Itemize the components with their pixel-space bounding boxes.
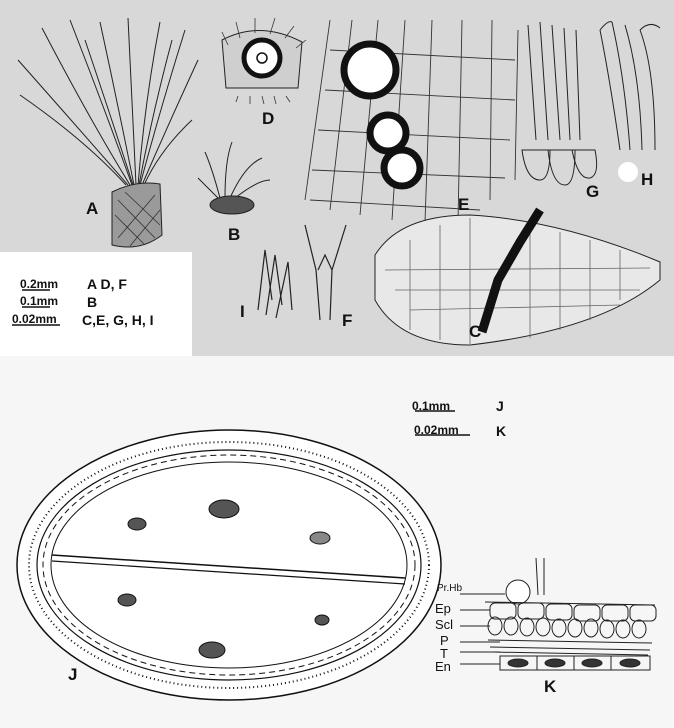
scale-bar-k-length: 0.02mm — [414, 423, 459, 437]
annotation-pr-hb: Pr.Hb — [437, 583, 462, 594]
label-j: J — [68, 665, 77, 684]
scale-bar-1-length: 0.2mm — [20, 277, 58, 291]
label-a: A — [86, 199, 98, 218]
scale-bar-k-figure: K — [496, 423, 506, 439]
scale-bar-1-figures: A D, F — [87, 276, 127, 292]
annotation-en: En — [435, 659, 451, 674]
scale-bar-2-figures: B — [87, 294, 97, 310]
label-i: I — [240, 302, 245, 321]
annotation-ep: Ep — [435, 601, 451, 616]
label-e: E — [458, 195, 469, 214]
label-k: K — [544, 677, 557, 696]
label-b: B — [228, 225, 240, 244]
scale-bar-2-length: 0.1mm — [20, 294, 58, 308]
label-c: C — [469, 322, 481, 341]
figure-h-blank-spot — [618, 162, 638, 182]
scale-bar-j-figure: J — [496, 398, 504, 414]
figure-b-receptacle — [210, 196, 254, 214]
annotation-scl: Scl — [435, 617, 453, 632]
figure-j-section — [17, 430, 441, 700]
scale-bar-j-length: 0.1mm — [412, 399, 450, 413]
scale-bar-3-figures: C,E, G, H, I — [82, 312, 154, 328]
label-f: F — [342, 311, 352, 330]
scale-bar-3-length: 0.02mm — [12, 312, 57, 326]
label-d: D — [262, 109, 274, 128]
label-h: H — [641, 170, 653, 189]
label-g: G — [586, 182, 599, 201]
